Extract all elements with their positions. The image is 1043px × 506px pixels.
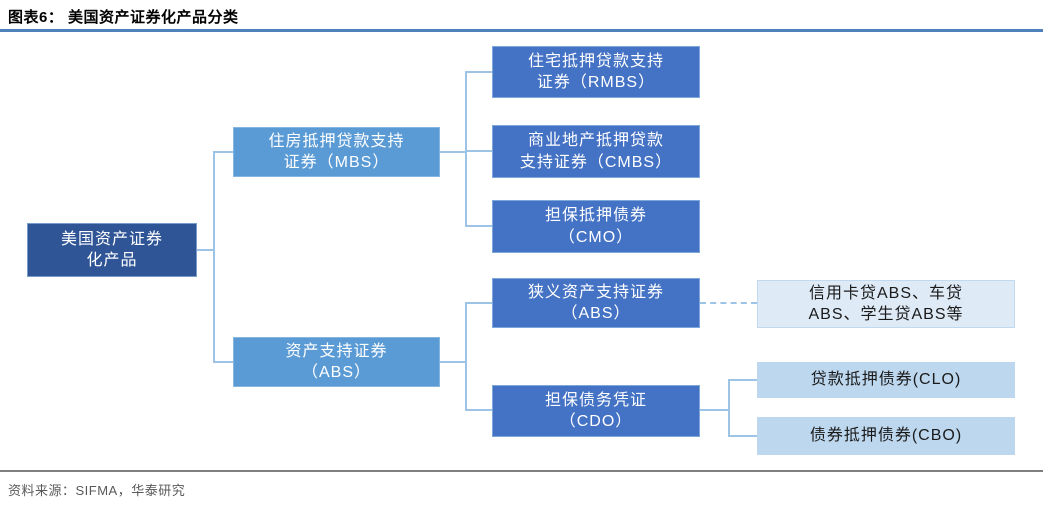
footer-divider	[0, 470, 1043, 472]
node-label-line1: 担保债务凭证	[544, 391, 647, 409]
connector-root-to-abs	[213, 361, 233, 363]
node-rmbs: 住宅抵押贷款支持 证券（RMBS）	[492, 46, 700, 98]
node-label-line1: 美国资产证券	[60, 230, 163, 248]
node-label-line1: 狭义资产支持证券	[527, 283, 664, 301]
connector-root-stub	[197, 249, 213, 251]
node-label-line2: 证券（RMBS）	[536, 74, 656, 91]
node-label-line2: 证券（MBS）	[283, 154, 390, 171]
connector-mbs-to-cmbs	[465, 150, 492, 152]
connector-mbs-to-rmbs	[465, 71, 492, 73]
node-label-line1: 信用卡贷ABS、车贷	[808, 284, 964, 302]
connector-mbs-stub	[440, 151, 465, 153]
connector-cdo-to-cbo	[728, 435, 757, 437]
source-note: 资料来源：SIFMA，华泰研究	[8, 483, 186, 498]
node-cdo: 担保债务凭证 （CDO）	[492, 385, 700, 437]
connector-narrow-abs-to-examples-dashed	[700, 302, 757, 304]
connector-abs-to-narrow-abs	[465, 302, 492, 304]
node-label-line2: （CDO）	[559, 413, 633, 430]
connector-root-trunk	[213, 151, 215, 363]
node-narrow-abs: 狭义资产支持证券 （ABS）	[492, 278, 700, 328]
node-label-line2: 支持证券（CMBS）	[519, 153, 673, 171]
connector-mbs-to-cmo	[465, 225, 492, 227]
node-label-line1: 债券抵押债券(CBO)	[809, 427, 963, 445]
node-label-line1: 商业地产抵押贷款	[527, 132, 664, 150]
title-underline	[0, 29, 1043, 32]
connector-abs-trunk	[465, 302, 467, 411]
connector-cdo-stub	[700, 409, 728, 411]
figure-title: 图表6： 美国资产证券化产品分类	[8, 9, 239, 26]
node-cbo: 债券抵押债券(CBO)	[757, 417, 1015, 455]
node-cmbs: 商业地产抵押贷款 支持证券（CMBS）	[492, 125, 700, 178]
node-label-line2: 化产品	[86, 252, 138, 269]
node-label-line1: 住宅抵押贷款支持	[527, 52, 664, 70]
connector-abs-stub	[440, 361, 465, 363]
connector-cdo-to-clo	[728, 379, 757, 381]
node-abs-examples: 信用卡贷ABS、车贷 ABS、学生贷ABS等	[757, 280, 1015, 328]
connector-mbs-trunk	[465, 71, 467, 227]
connector-abs-to-cdo	[465, 409, 492, 411]
node-label-line2: （CMO）	[558, 228, 634, 246]
node-label-line2: ABS、学生贷ABS等	[808, 306, 964, 323]
node-label-line2: （ABS）	[301, 364, 372, 381]
node-label-line1: 住房抵押贷款支持	[268, 132, 405, 150]
node-label-line1: 资产支持证券	[285, 342, 388, 360]
node-label-line1: 担保抵押债券	[544, 207, 647, 225]
node-abs: 资产支持证券 （ABS）	[233, 337, 440, 387]
node-clo: 贷款抵押债券(CLO)	[757, 362, 1015, 398]
connector-cdo-trunk	[728, 379, 730, 437]
node-mbs: 住房抵押贷款支持 证券（MBS）	[233, 127, 440, 177]
connector-root-to-mbs	[213, 151, 233, 153]
node-cmo: 担保抵押债券 （CMO）	[492, 200, 700, 253]
node-label-line2: （ABS）	[561, 305, 631, 322]
node-us-securitization-products: 美国资产证券 化产品	[27, 223, 197, 277]
node-label-line1: 贷款抵押债券(CLO)	[810, 371, 962, 389]
